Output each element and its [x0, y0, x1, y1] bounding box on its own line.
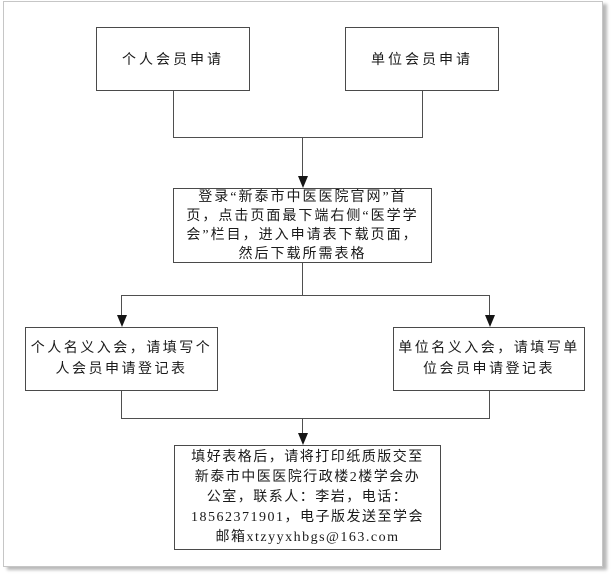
connector-merge-to-submit	[302, 418, 303, 434]
connector-individual-apply-down	[173, 91, 174, 137]
flow-box-unit-apply-label: 单位会员申请	[371, 53, 473, 68]
connector-top-merge	[173, 137, 423, 138]
arrowhead-down-to-individual-form	[117, 315, 127, 327]
arrowhead-down-to-unit-form	[485, 315, 495, 327]
connector-unit-form-down	[489, 391, 490, 418]
connector-bottom-merge	[121, 418, 490, 419]
connector-merge-to-download	[302, 137, 303, 177]
flow-box-individual-apply: 个人会员申请	[96, 27, 250, 91]
connector-unit-apply-down	[422, 91, 423, 137]
flow-box-individual-form: 个人名义入会，请填写个 人会员申请登记表	[25, 327, 218, 391]
arrowhead-down-to-download	[298, 176, 308, 188]
flow-box-individual-apply-label: 个人会员申请	[122, 53, 224, 68]
flow-box-submit-contact-label: 填好表格后，请将打印纸质版交至 新泰市中医医院行政楼2楼学会办 公室，联系人：李…	[191, 449, 424, 545]
flow-box-unit-apply: 单位会员申请	[345, 27, 499, 91]
connector-download-down	[302, 263, 303, 296]
arrowhead-down-to-submit	[298, 433, 308, 445]
flow-box-individual-form-label: 个人名义入会，请填写个 人会员申请登记表	[30, 341, 213, 377]
connector-split-to-individual-form	[121, 295, 122, 316]
flow-box-download-instructions-label: 登录“新泰市中医医院官网”首 页，点击页面最下端右侧“医学学 会”栏目，进入申请…	[186, 189, 419, 262]
flow-box-unit-form: 单位名义入会，请填写单 位会员申请登记表	[393, 327, 585, 391]
flow-box-submit-contact: 填好表格后，请将打印纸质版交至 新泰市中医医院行政楼2楼学会办 公室，联系人：李…	[174, 445, 441, 550]
connector-split	[121, 295, 490, 296]
connector-split-to-unit-form	[489, 295, 490, 316]
flow-box-download-instructions: 登录“新泰市中医医院官网”首 页，点击页面最下端右侧“医学学 会”栏目，进入申请…	[173, 188, 432, 263]
flow-box-unit-form-label: 单位名义入会，请填写单 位会员申请登记表	[398, 341, 580, 377]
connector-individual-form-down	[121, 391, 122, 418]
